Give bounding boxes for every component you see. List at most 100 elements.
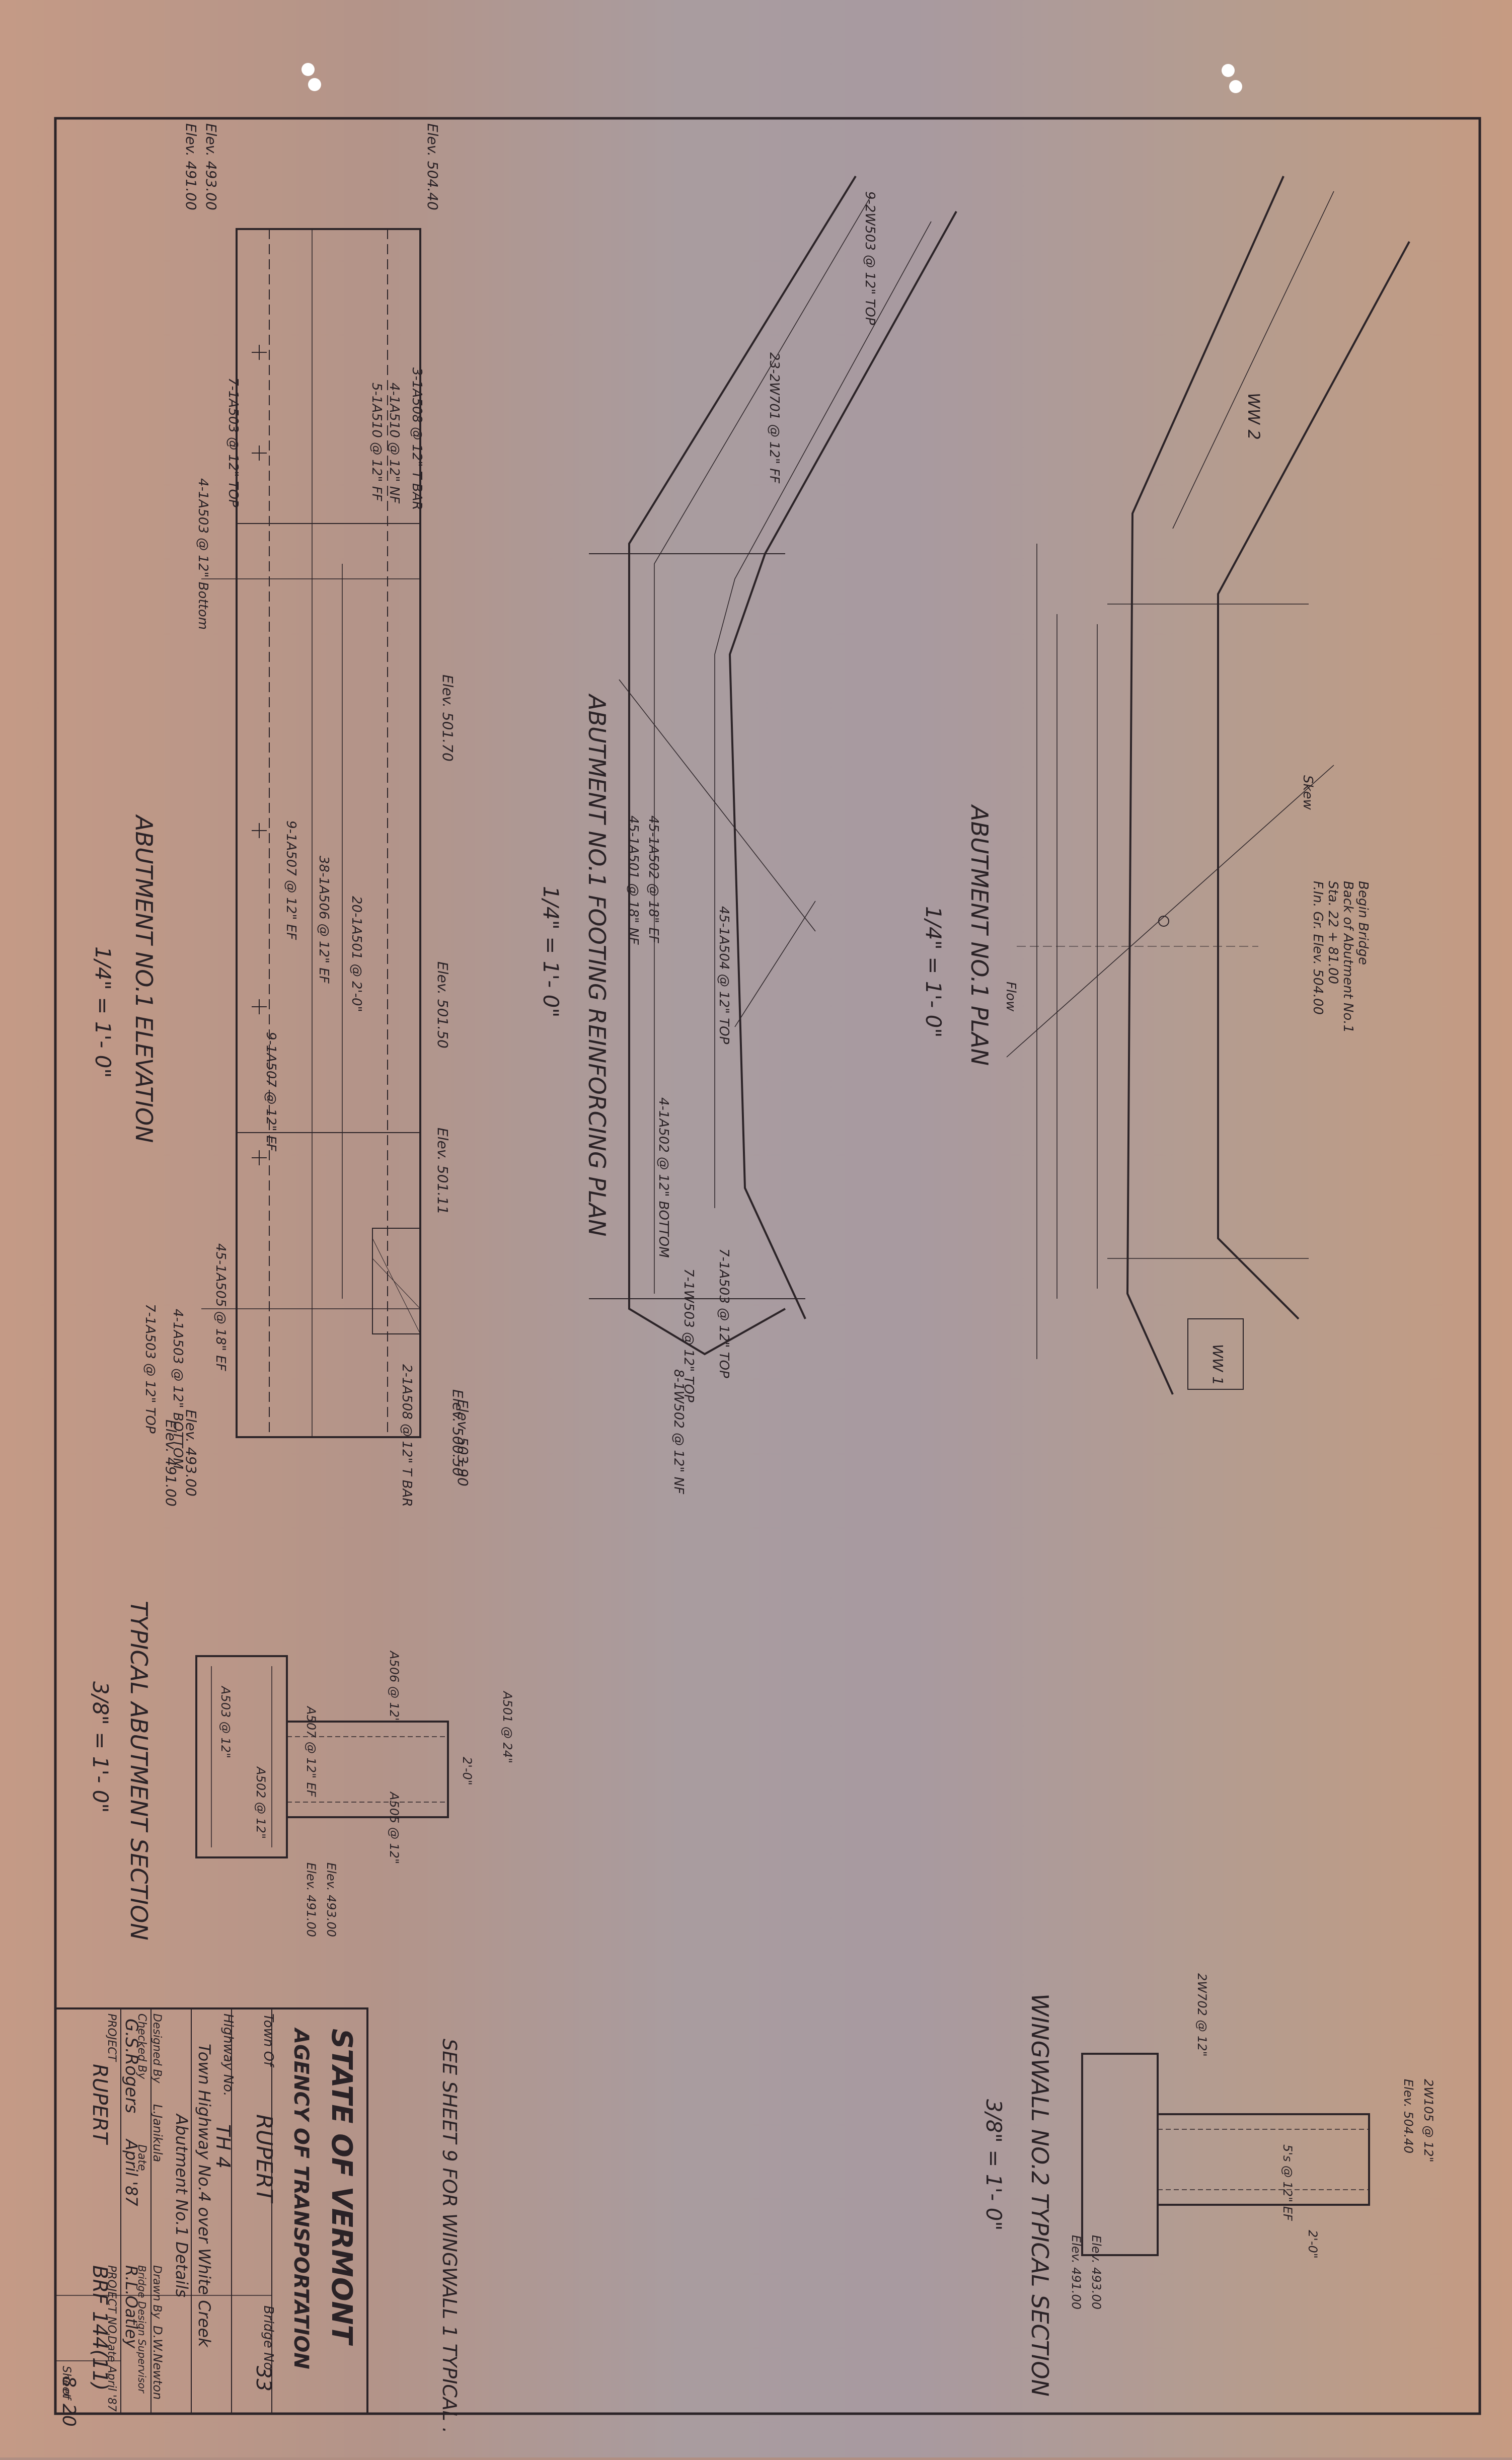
footing-scale: 1/4" = 1'- 0"	[539, 886, 563, 1018]
plan-scale: 1/4" = 1'- 0"	[921, 906, 946, 1038]
elevation-mark: Elev. 491.00	[163, 1420, 179, 1507]
bar-callout: 4-1A503 @ 12" Bottom	[195, 478, 210, 630]
footing-title: ABUTMENT NO.1 FOOTING REINFORCING PLAN	[583, 693, 611, 1236]
checked-by-value: G.S.Rogers	[121, 2019, 141, 2113]
drawn-by-label: Drawn By	[150, 2265, 163, 2319]
section-callout: 2'-0"	[460, 1757, 474, 1785]
bar-callout: 4-1A502 @ 12" BOTTOM	[656, 1097, 671, 1258]
date-value: April '87	[122, 2138, 141, 2206]
bar-callout: 9-2W503 @ 12" TOP	[862, 191, 877, 325]
designed-by-label: Designed By	[150, 2014, 163, 2084]
elevation-title: ABUTMENT NO.1 ELEVATION	[130, 814, 158, 1143]
bar-callout: 9-1A507 @ 12" EF	[283, 821, 298, 940]
bar-callout: 45-1A502 @ 18" EF	[646, 815, 661, 944]
agency-title: AGENCY OF TRANSPORTATION	[289, 2027, 313, 2369]
plan-title: ABUTMENT NO.1 PLAN	[966, 804, 993, 1066]
town-label: Town Of	[261, 2014, 276, 2068]
elevation-mark: Elev. 501.11	[434, 1128, 451, 1215]
bar-callout: 45-1A501 @ 18" NF	[626, 815, 641, 945]
elevation-mark: Elev. 501.50	[434, 961, 451, 1049]
bar-callout: 4-1A503 @ 12" BOTTOM	[170, 1309, 185, 1469]
section-title: TYPICAL ABUTMENT SECTION	[125, 1601, 153, 1941]
sheet-title-value: Abutment No.1 Details	[172, 2113, 191, 2297]
drawn-by-value: D.W.Newton	[150, 2326, 165, 2400]
sheet-border	[54, 117, 1481, 2415]
highway-label: Highway No.	[220, 2014, 236, 2096]
elevation-mark: Elev. 501.70	[439, 675, 456, 762]
highway-value: TH 4	[212, 2124, 234, 2169]
bridge-label: Bridge No.	[261, 2305, 276, 2374]
elevation-mark: Elev. 503.90	[455, 1399, 471, 1486]
abutment-elevation-view	[201, 228, 421, 1438]
bar-callout: 4-1A510 @ 12" NF	[387, 383, 402, 504]
section-scale: 3/8" = 1'- 0"	[88, 1681, 113, 1813]
sheet-label: Sheet	[60, 2366, 72, 2399]
skew-label: Skew	[1300, 775, 1315, 810]
wingwall-2-label: WW 2	[1244, 393, 1263, 440]
wingwall-title: WINGWALL NO.2 TYPICAL SECTION	[1026, 1993, 1053, 2397]
wingwall-section-view	[1081, 2053, 1370, 2256]
designed-by-value: L.Janikula	[150, 2104, 165, 2162]
section-callout: Elev. 493.00	[324, 1862, 338, 1937]
punch-hole	[308, 78, 321, 91]
wingwall-scale: 3/8" = 1'- 0"	[981, 2099, 1006, 2231]
grade-label: F.In. Gr. Elev. 504.00	[1310, 881, 1325, 1015]
wingwall-callout: Elev. 491.00	[1069, 2235, 1083, 2309]
punch-hole	[301, 63, 315, 76]
wingwall-callout: 2W105 @ 12"	[1421, 2079, 1435, 2163]
bar-callout: 7-1A503 @ 12" TOP	[142, 1304, 158, 1434]
section-callout: A505 @ 12"	[387, 1791, 401, 1864]
title-block	[54, 2007, 368, 2415]
of-label: of	[60, 2389, 72, 2401]
sheet-note: SEE SHEET 9 FOR WINGWALL 1 TYPICAL .	[438, 2039, 461, 2433]
elevation-mark: Elev. 504.40	[424, 123, 441, 210]
wingwall-callout: 2'-0"	[1306, 2230, 1320, 2259]
abutment-plan-view	[1006, 176, 1410, 1395]
punch-hole	[1222, 64, 1235, 77]
bar-callout: 45-1A504 @ 12" TOP	[716, 906, 731, 1045]
elevation-scale: 1/4" = 1'- 0"	[91, 946, 115, 1078]
bar-callout: 7-1W503 @ 12" TOP	[681, 1269, 696, 1402]
punch-hole	[1229, 80, 1242, 93]
section-callout: A502 @ 12"	[254, 1766, 268, 1839]
bar-callout: 9-1A507 @ 12" EF	[263, 1032, 278, 1152]
back-abutment-label: Back of Abutment No.1	[1340, 881, 1355, 1033]
project-no-label: PROJECT NO.	[105, 2265, 118, 2337]
section-callout: A507 @ 12" EF	[304, 1705, 318, 1798]
date2-value: Date April '87	[105, 2336, 118, 2412]
typical-section-view	[195, 1655, 449, 1858]
elevation-mark: Elev. 493.00	[183, 1409, 199, 1497]
elevation-mark: Elev. 500.50	[449, 1389, 466, 1476]
bar-callout: 5-1A510 @ 12" FF	[369, 383, 384, 502]
section-callout: A501 @ 24"	[500, 1690, 514, 1763]
date-label: Date	[135, 2144, 148, 2171]
project-no-value: BRF 144(11)	[88, 2265, 111, 2391]
section-callout: A503 @ 12"	[218, 1685, 233, 1758]
elevation-mark: Elev. 493.00	[203, 123, 219, 210]
checked-by-label: Checked By	[135, 2014, 148, 2079]
bar-callout: 2-1A508 @ 12" T BAR	[399, 1364, 414, 1507]
wingwall-callout: Elev. 493.00	[1089, 2235, 1103, 2309]
bar-callout: 23-2W701 @ 12" FF	[767, 352, 782, 484]
section-callout: Elev. 491.00	[304, 1862, 318, 1937]
project-value: RUPERT	[88, 2064, 111, 2145]
town-value: RUPERT	[251, 2114, 277, 2204]
wingwall-callout: Elev. 504.40	[1401, 2079, 1415, 2153]
sheet-total: 20	[58, 2404, 79, 2427]
state-title: STATE OF VERMONT	[325, 2029, 358, 2346]
footing-plan-view	[589, 175, 957, 1356]
supervisor-value: R.L.Oatley	[122, 2265, 141, 2349]
supervisor-label: Bridge Design Supervisor	[136, 2265, 148, 2394]
station-label: Sta. 22 + 81.00	[1325, 881, 1340, 984]
bar-callout: 8-1W502 @ 12" NF	[671, 1369, 686, 1495]
bar-callout: 20-1A501 @ 2'-0"	[349, 896, 364, 1012]
wingwall-callout: 2W702 @ 12"	[1195, 1973, 1209, 2057]
flow-label: Flow	[1003, 982, 1018, 1012]
bar-callout: 3-1A508 @ 12" T BAR	[409, 367, 424, 510]
section-callout: A506 @ 12"	[387, 1650, 401, 1723]
project-label: PROJECT	[105, 2014, 118, 2062]
elevation-mark: Elev. 491.00	[183, 123, 199, 210]
bar-callout: 45-1A505 @ 18" EF	[213, 1243, 228, 1372]
